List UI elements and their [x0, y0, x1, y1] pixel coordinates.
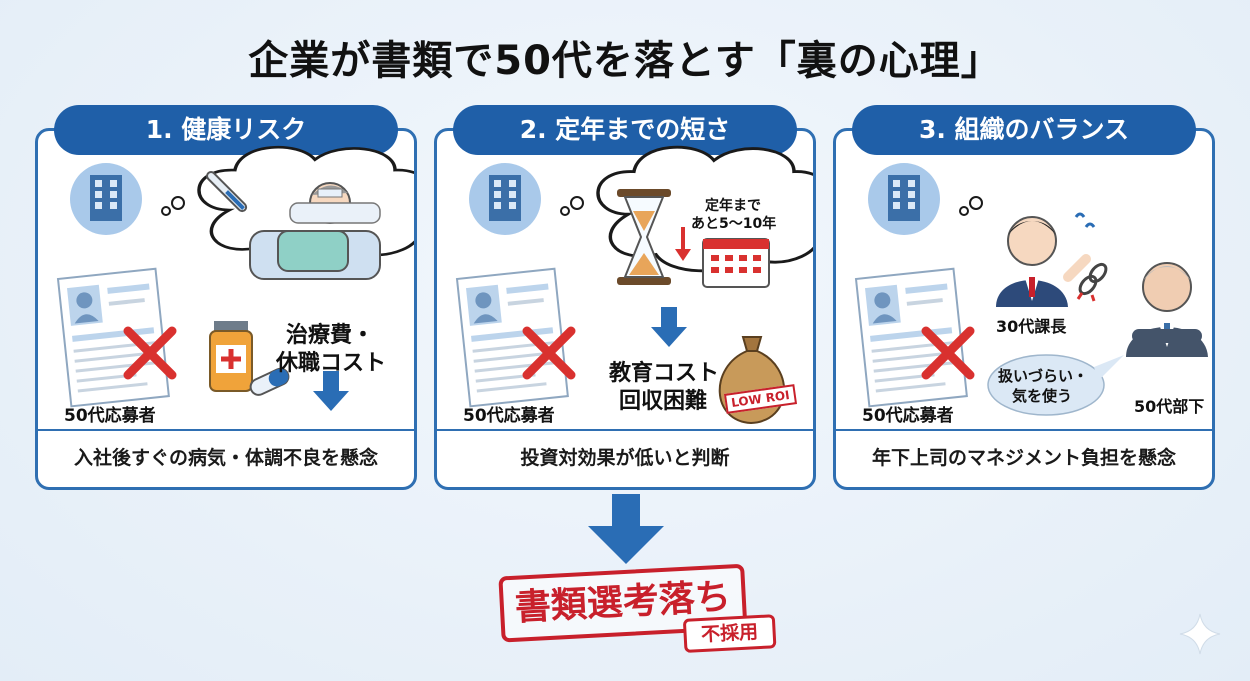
cost-label-line2: 休職コスト [276, 351, 387, 376]
down-arrow-icon [313, 371, 349, 411]
calendar-icon [702, 238, 770, 288]
speech-line2: 気を使う [1012, 387, 1073, 405]
result-arrow-icon [588, 494, 664, 564]
senior-employee-icon [1126, 262, 1208, 357]
cost-label-line1: 治療費・ [286, 323, 375, 348]
panel-heading: 2. 定年までの短さ [453, 105, 797, 155]
sick-patient-icon [249, 182, 381, 280]
manager-label: 30代課長 [996, 317, 1067, 336]
applicant-label: 50代応募者 [862, 406, 954, 426]
panel-heading: 3. 組織のバランス [852, 105, 1196, 155]
hourglass-icon [617, 189, 671, 285]
broken-chain-icon [1076, 262, 1108, 302]
resume-icon [57, 267, 170, 408]
panel-heading: 1. 健康リスク [54, 105, 398, 155]
subordinate-label: 50代部下 [1134, 397, 1205, 416]
applicant-label: 50代応募者 [463, 406, 555, 426]
manager-icon [996, 212, 1096, 307]
cost-label-line1: 教育コスト [609, 361, 720, 386]
pill-icon [249, 367, 290, 396]
speech-line1: 扱いづらい・ [998, 367, 1089, 385]
retire-line2: あと5〜10年 [691, 216, 777, 232]
thermometer-icon [206, 171, 248, 213]
rejection-stamp: 書類選考落ち 不採用 [498, 563, 777, 653]
sparkle-icon [1179, 613, 1221, 655]
panel-footer: 入社後すぐの病気・体調不良を懸念 [38, 429, 414, 487]
retire-line1: 定年まで [705, 198, 761, 214]
resume-icon [855, 267, 968, 408]
applicant-label: 50代応募者 [64, 406, 156, 426]
building-icon [70, 163, 142, 235]
panel-short-tenure: 2. 定年までの短さ [434, 105, 816, 490]
organization-illustration [855, 163, 1208, 416]
resume-icon [456, 267, 569, 408]
building-icon [868, 163, 940, 235]
speech-bubble-icon [987, 354, 1124, 416]
panel-organization-balance: 3. 組織のバランス [833, 105, 1215, 490]
page-title: 企業が書類で50代を落とす「裏の心理」 [248, 38, 1002, 84]
stamp-sub: 不採用 [682, 614, 777, 653]
panel-health-risk: 1. 健康リスク 治療費・ 休職コ [35, 105, 417, 490]
health-risk-illustration [57, 145, 414, 411]
panel-footer: 年下上司のマネジメント負担を懸念 [836, 429, 1212, 487]
panel-footer: 投資対効果が低いと判断 [437, 429, 813, 487]
down-arrow-icon [651, 307, 687, 347]
building-icon [469, 163, 541, 235]
medicine-bottle-icon [209, 321, 253, 392]
down-arrow-icon [675, 227, 691, 261]
cost-label-line2: 回収困難 [619, 389, 708, 414]
